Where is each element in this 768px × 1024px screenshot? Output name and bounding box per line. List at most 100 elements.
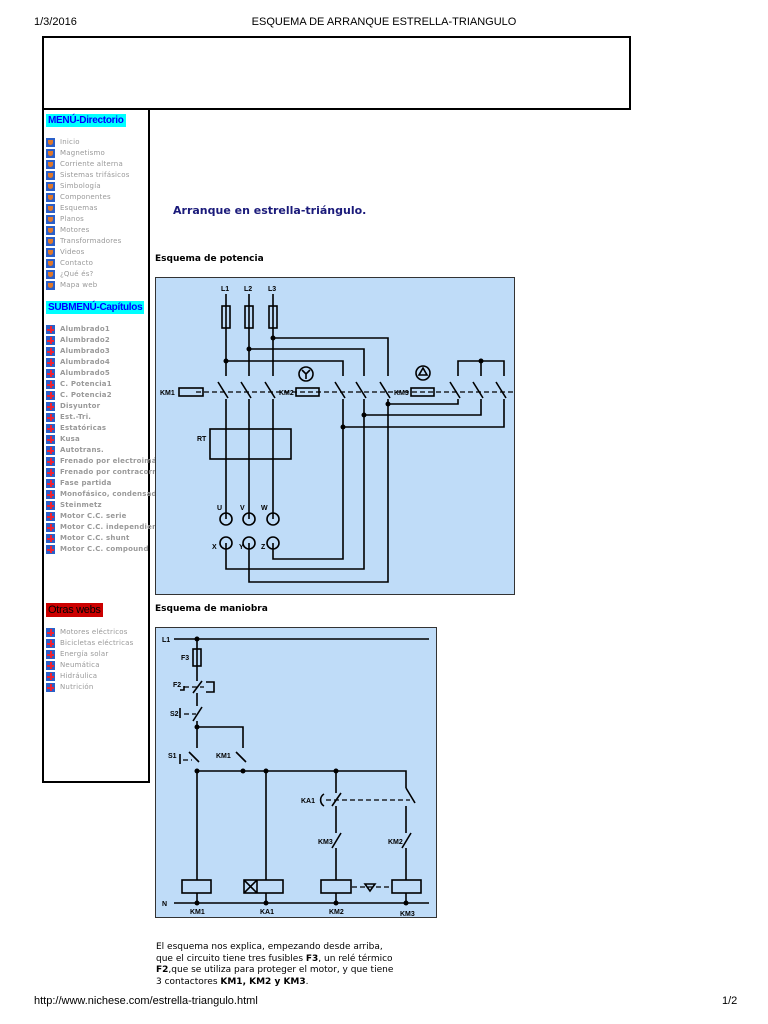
label-l1: L1	[162, 637, 170, 644]
arrow-bullet-icon	[46, 182, 55, 191]
label-km1-coil: KM1	[190, 909, 205, 916]
sidebar-link-label: Frenado por contracorriente	[60, 468, 178, 476]
sidebar-link[interactable]: Alumbrado2	[46, 335, 177, 346]
power-title: Esquema de potencia	[155, 254, 264, 264]
arrow-bullet-icon	[46, 270, 55, 279]
plus-bullet-icon	[46, 512, 55, 521]
plus-bullet-icon	[46, 369, 55, 378]
text-run: ,que se utiliza para proteger el motor, …	[156, 965, 394, 987]
sidebar-link-label: Alumbrado4	[60, 358, 110, 366]
sidebar-link[interactable]: Transformadores	[46, 236, 130, 247]
label-s1: S1	[168, 753, 177, 760]
plus-bullet-icon	[46, 358, 55, 367]
sidebar-link[interactable]: Contacto	[46, 258, 130, 269]
sidebar-link[interactable]: Frenado por contracorriente	[46, 467, 177, 478]
plus-bullet-icon	[46, 661, 55, 670]
arrow-bullet-icon	[46, 226, 55, 235]
sidebar-link[interactable]: Sistemas trifásicos	[46, 170, 130, 181]
plus-bullet-icon	[46, 534, 55, 543]
page-title: Arranque en estrella-triángulo.	[173, 204, 367, 217]
sidebar-link[interactable]: Neumática	[46, 660, 134, 671]
sidebar-link[interactable]: Motor C.C. compound	[46, 544, 177, 555]
sidebar-link[interactable]: Fase partida	[46, 478, 177, 489]
sidebar-link-label: Monofásico, condensador	[60, 490, 166, 498]
sidebar-link-label: Neumática	[60, 661, 100, 669]
arrow-bullet-icon	[46, 204, 55, 213]
print-date: 1/3/2016	[34, 16, 77, 28]
sidebar-link[interactable]: Motores	[46, 225, 130, 236]
sidebar-link[interactable]: Steinmetz	[46, 500, 177, 511]
arrow-bullet-icon	[46, 160, 55, 169]
sidebar-link[interactable]: C. Potencia2	[46, 390, 177, 401]
sidebar-link-label: Motor C.C. compound	[60, 545, 149, 553]
sidebar-link[interactable]: ¿Qué és?	[46, 269, 130, 280]
label-km3-coil: KM3	[400, 911, 415, 918]
sidebar-link[interactable]: Motores eléctricos	[46, 627, 134, 638]
sidebar-link[interactable]: Estatóricas	[46, 423, 177, 434]
sidebar-link[interactable]: Alumbrado3	[46, 346, 177, 357]
sidebar-link[interactable]: Disyuntor	[46, 401, 177, 412]
sidebar-link-label: C. Potencia1	[60, 380, 112, 388]
sidebar-link[interactable]: Nutrición	[46, 682, 134, 693]
sidebar-link[interactable]: Mapa web	[46, 280, 130, 291]
text-run: .	[305, 976, 309, 987]
sidebar-link-label: Inicio	[60, 138, 80, 146]
label-l2: L2	[244, 286, 252, 293]
sidebar-link[interactable]: Simbología	[46, 181, 130, 192]
label-f2: F2	[173, 682, 181, 689]
otras-title: Otras webs	[46, 603, 103, 617]
menu-title: MENÚ-Directorio	[46, 114, 126, 127]
plus-bullet-icon	[46, 490, 55, 499]
bold-term: F3	[305, 953, 319, 964]
sidebar-link-label: Motor C.C. independiente	[60, 523, 166, 531]
plus-bullet-icon	[46, 479, 55, 488]
sidebar-link[interactable]: Videos	[46, 247, 130, 258]
sidebar-link[interactable]: Alumbrado5	[46, 368, 177, 379]
sidebar-link[interactable]: Motor C.C. serie	[46, 511, 177, 522]
sidebar-link[interactable]: Frenado por electroimán	[46, 456, 177, 467]
label-l3: L3	[268, 286, 276, 293]
sidebar-link[interactable]: Motor C.C. shunt	[46, 533, 177, 544]
sidebar-link[interactable]: C. Potencia1	[46, 379, 177, 390]
label-rt: RT	[197, 436, 207, 443]
power-wiring	[178, 294, 514, 583]
power-diagram: L1 L2 L3 KM1 KM2 KM3 RT U V W X Y Z	[155, 277, 515, 595]
submenu-title: SUBMENÚ-Capítulos	[46, 301, 145, 314]
sidebar-link[interactable]: Inicio	[46, 137, 130, 148]
explanation-paragraph: El esquema nos explica, empezando desde …	[156, 942, 396, 988]
sidebar-link[interactable]: Corriente alterna	[46, 159, 130, 170]
label-l1: L1	[221, 286, 229, 293]
plus-bullet-icon	[46, 380, 55, 389]
plus-bullet-icon	[46, 501, 55, 510]
sidebar-link[interactable]: Alumbrado1	[46, 324, 177, 335]
sidebar-link-label: ¿Qué és?	[60, 270, 94, 278]
plus-bullet-icon	[46, 435, 55, 444]
sidebar-link[interactable]: Hidráulica	[46, 671, 134, 682]
sidebar-link-label: Estatóricas	[60, 424, 107, 432]
plus-bullet-icon	[46, 628, 55, 637]
label-z: Z	[261, 544, 266, 551]
sidebar-link-label: Energía solar	[60, 650, 109, 658]
sidebar-link-label: Motores	[60, 226, 90, 234]
sidebar-link[interactable]: Magnetismo	[46, 148, 130, 159]
label-ka1-coil: KA1	[260, 909, 274, 916]
plus-bullet-icon	[46, 523, 55, 532]
sidebar-link[interactable]: Alumbrado4	[46, 357, 177, 368]
sidebar-link[interactable]: Esquemas	[46, 203, 130, 214]
sidebar-link[interactable]: Componentes	[46, 192, 130, 203]
plus-bullet-icon	[46, 650, 55, 659]
sidebar-link[interactable]: Motor C.C. independiente	[46, 522, 177, 533]
label-n: N	[162, 901, 167, 908]
sidebar-link[interactable]: Est.-Tri.	[46, 412, 177, 423]
sidebar	[42, 110, 150, 783]
sidebar-link[interactable]: Autotrans.	[46, 445, 177, 456]
label-u: U	[217, 505, 222, 512]
sidebar-link[interactable]: Planos	[46, 214, 130, 225]
plus-bullet-icon	[46, 545, 55, 554]
label-v: V	[240, 505, 245, 512]
sidebar-link[interactable]: Monofásico, condensador	[46, 489, 177, 500]
sidebar-link[interactable]: Energía solar	[46, 649, 134, 660]
sidebar-link-label: Alumbrado1	[60, 325, 110, 333]
sidebar-link[interactable]: Kusa	[46, 434, 177, 445]
sidebar-link[interactable]: Bicicletas eléctricas	[46, 638, 134, 649]
